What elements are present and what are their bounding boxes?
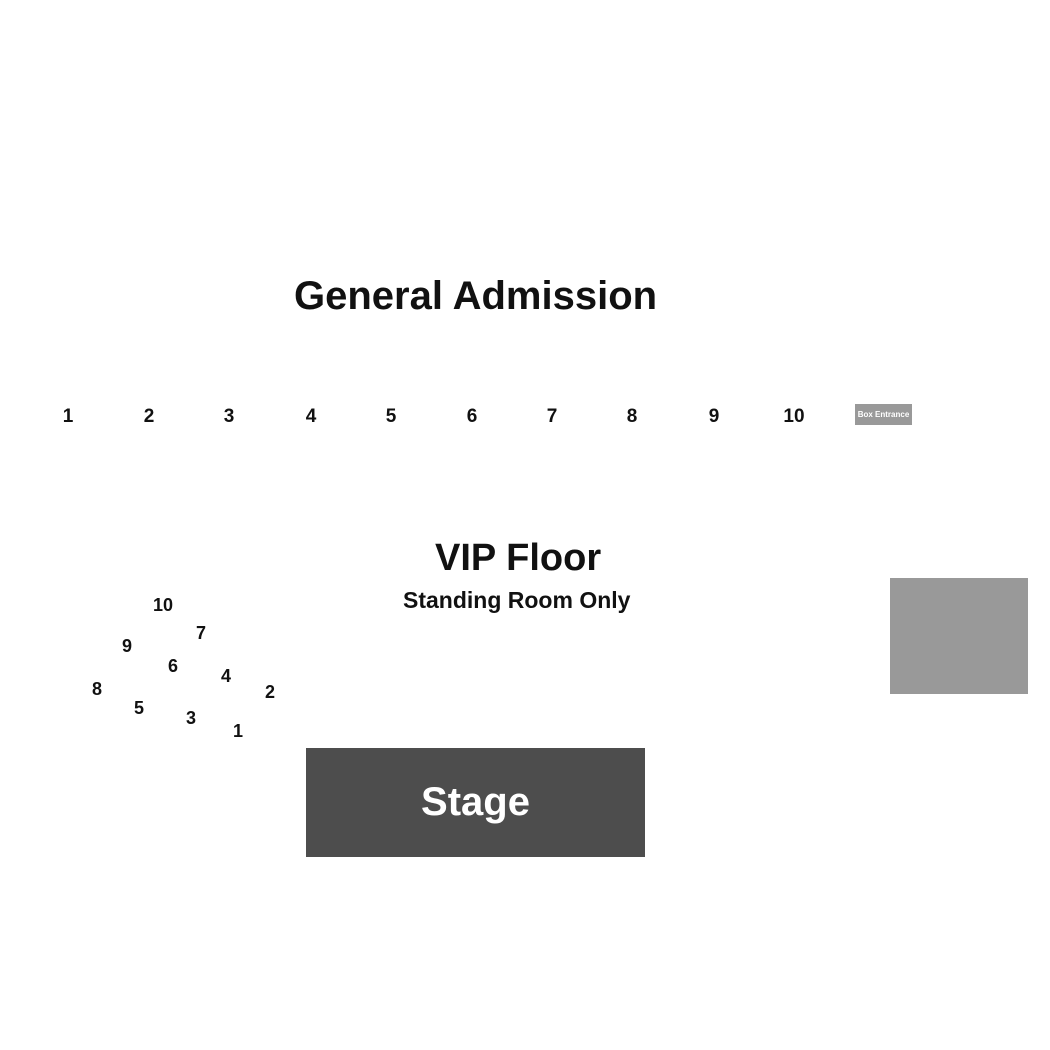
box-6[interactable]: 6 — [167, 656, 179, 676]
box-entrance-label: Box Entrance — [857, 410, 910, 419]
box-3[interactable]: 3 — [185, 708, 197, 728]
ga-section-1[interactable]: 1 — [62, 406, 74, 427]
box-8[interactable]: 8 — [91, 679, 103, 699]
box-9[interactable]: 9 — [121, 636, 133, 656]
ga-section-6[interactable]: 6 — [466, 406, 478, 427]
box-5[interactable]: 5 — [133, 698, 145, 718]
ga-section-3[interactable]: 3 — [223, 406, 235, 427]
ga-section-2[interactable]: 2 — [143, 406, 155, 427]
ga-section-5[interactable]: 5 — [385, 406, 397, 427]
ga-section-4[interactable]: 4 — [305, 406, 317, 427]
ga-section-8[interactable]: 8 — [626, 406, 638, 427]
ga-section-7[interactable]: 7 — [546, 406, 558, 427]
box-7[interactable]: 7 — [195, 623, 207, 643]
box-1[interactable]: 1 — [232, 721, 244, 741]
side-area-block — [890, 578, 1028, 694]
box-4[interactable]: 4 — [220, 666, 232, 686]
general-admission-title: General Admission — [294, 274, 658, 318]
ga-section-9[interactable]: 9 — [708, 406, 720, 427]
ga-section-10[interactable]: 10 — [783, 406, 805, 427]
box-entrance[interactable]: Box Entrance — [855, 404, 912, 425]
box-2[interactable]: 2 — [264, 682, 276, 702]
vip-floor-title: VIP Floor — [435, 537, 602, 579]
stage-label: Stage — [421, 780, 530, 824]
box-10[interactable]: 10 — [152, 595, 174, 615]
vip-floor-subtitle: Standing Room Only — [403, 587, 631, 613]
stage: Stage — [306, 748, 645, 857]
